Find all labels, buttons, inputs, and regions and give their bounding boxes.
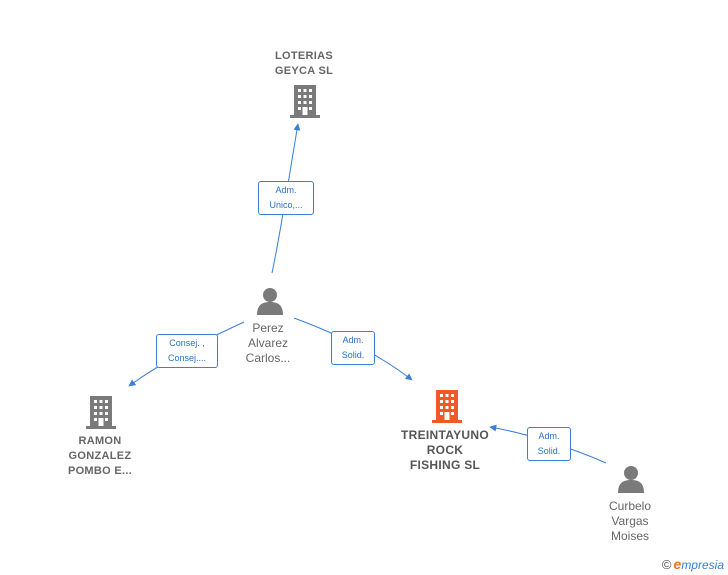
role-line: Consej. , [169, 338, 205, 348]
person-name-line[interactable]: Carlos... [245, 351, 291, 365]
brand-rest: mpresia [681, 558, 724, 572]
node-loterias[interactable]: LOTERIAS GEYCA SL [254, 49, 354, 79]
role-line: Unico,... [269, 200, 303, 210]
person-name-line[interactable]: Moises [610, 529, 649, 543]
person-name-line[interactable]: Alvarez [247, 336, 288, 350]
node-curbelo[interactable]: Curbelo Vargas Moises [590, 499, 670, 544]
role-line: Consej.... [167, 353, 207, 363]
role-line: Adm. [342, 335, 364, 345]
person-icon[interactable] [618, 466, 644, 493]
role-badge[interactable]: Adm. Unico,... [258, 181, 314, 215]
company-name[interactable]: LOTERIAS GEYCA SL [274, 50, 334, 77]
role-badge[interactable]: Adm. Solid. [331, 331, 375, 365]
copyright-symbol: © [661, 557, 672, 572]
empresia-logo[interactable]: ©empresia [662, 556, 724, 572]
role-line: Solid. [537, 446, 561, 456]
building-icon[interactable] [86, 396, 116, 429]
building-icon[interactable] [432, 390, 462, 423]
node-treintayuno[interactable]: TREINTAYUNO ROCK FISHING SL [390, 428, 500, 473]
brand-e: e [673, 556, 682, 572]
role-line: Adm. [538, 431, 560, 441]
person-name-line[interactable]: Vargas [611, 514, 649, 528]
building-icon[interactable] [290, 85, 320, 118]
node-perez[interactable]: Perez Alvarez Carlos... [228, 321, 308, 366]
role-badge[interactable]: Consej. , Consej.... [156, 334, 218, 368]
role-badge[interactable]: Adm. Solid. [527, 427, 571, 461]
person-name-line[interactable]: Perez [252, 321, 284, 335]
role-line: Adm. [275, 185, 297, 195]
role-line: Solid. [341, 350, 365, 360]
person-name-line[interactable]: Curbelo [608, 499, 652, 513]
node-ramon[interactable]: RAMON GONZALEZ POMBO E... [50, 434, 150, 479]
company-name[interactable]: TREINTAYUNO ROCK FISHING SL [401, 428, 489, 472]
company-name[interactable]: RAMON GONZALEZ POMBO E... [67, 435, 133, 477]
person-icon[interactable] [257, 288, 283, 315]
